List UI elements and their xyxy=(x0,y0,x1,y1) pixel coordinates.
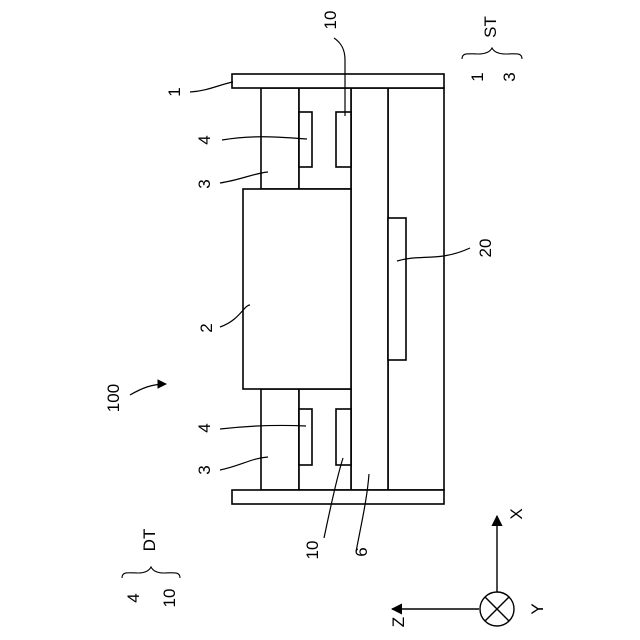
legend-st-item-2: 3 xyxy=(500,72,519,81)
label-10-top: 10 xyxy=(321,11,340,30)
label-20: 20 xyxy=(476,239,495,258)
coordinate-axes: X Y Z xyxy=(389,508,547,627)
label-2: 2 xyxy=(197,323,216,332)
element-4-bottom xyxy=(299,409,312,465)
label-100: 100 xyxy=(104,384,123,412)
axis-label-y: Y xyxy=(528,603,547,614)
structure xyxy=(232,74,444,504)
spacer-3-bottom xyxy=(261,389,299,490)
label-6: 6 xyxy=(352,547,371,556)
leader-1 xyxy=(190,82,233,92)
body-2 xyxy=(243,189,351,389)
legend-dt-item-1: 4 xyxy=(124,593,143,602)
label-3-bottom: 3 xyxy=(195,465,214,474)
legend-st: ST 1 3 xyxy=(462,16,522,82)
label-3-top: 3 xyxy=(195,179,214,188)
legend-st-item-1: 1 xyxy=(468,72,487,81)
axis-label-z: Z xyxy=(389,617,408,627)
frame-plate-bottom xyxy=(232,490,444,504)
label-1: 1 xyxy=(165,87,184,96)
element-10-bottom xyxy=(336,409,351,465)
label-4-top: 4 xyxy=(195,135,214,144)
legend-dt-item-2: 10 xyxy=(160,589,179,608)
component-20 xyxy=(388,218,406,360)
substrate-6 xyxy=(351,88,388,490)
element-10-top xyxy=(336,112,351,167)
arrow-100 xyxy=(130,384,166,395)
legend-dt-brace xyxy=(122,567,180,578)
frame-plate-top xyxy=(232,74,444,88)
label-4-bottom: 4 xyxy=(195,423,214,432)
legend-st-name: ST xyxy=(481,16,500,38)
legend-st-brace xyxy=(462,48,522,59)
legend-dt-name: DT xyxy=(140,529,159,552)
label-10-bottom: 10 xyxy=(303,541,322,560)
legend-dt: DT 4 10 xyxy=(122,529,180,608)
axis-label-x: X xyxy=(507,508,526,519)
